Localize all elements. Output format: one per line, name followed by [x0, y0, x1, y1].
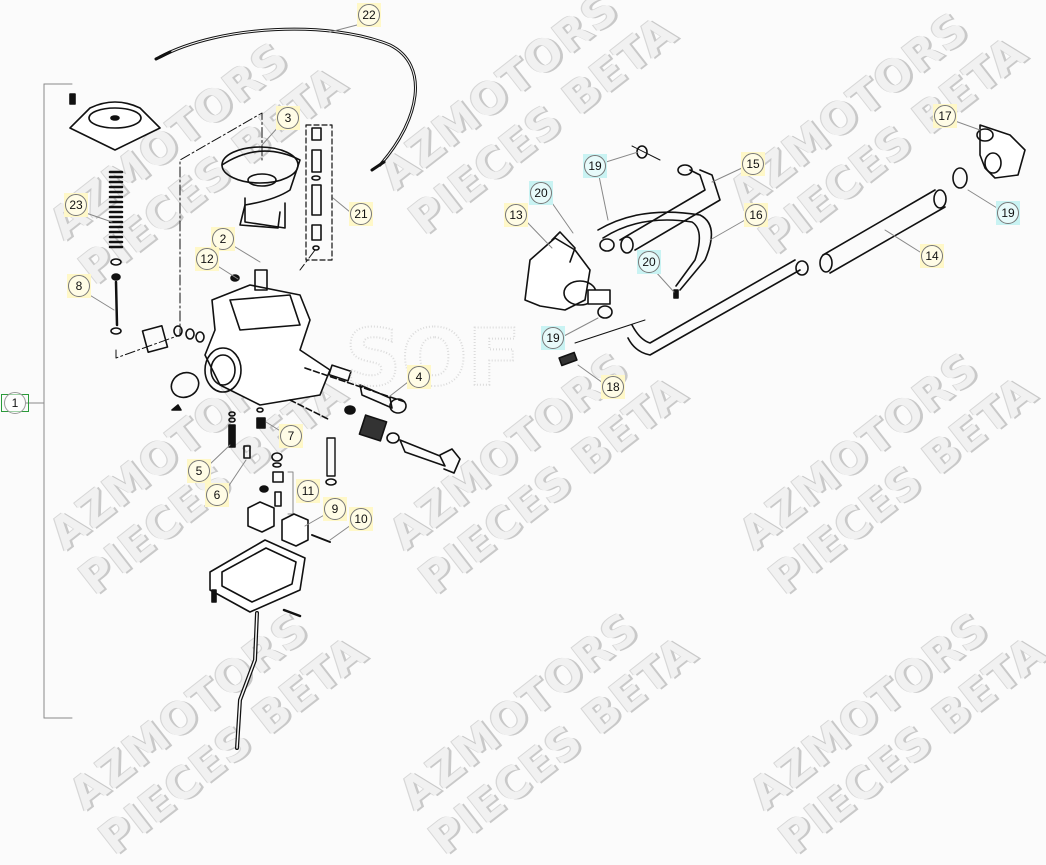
callout-number: 8: [68, 275, 90, 297]
jets-and-screws: [228, 399, 337, 486]
jet-needle: [110, 280, 122, 335]
part-callout-9[interactable]: 9: [323, 497, 347, 521]
part-callout-15[interactable]: 15: [741, 152, 765, 176]
svg-text:SOF: SOF: [345, 314, 521, 404]
callout-number: 17: [934, 105, 956, 127]
part-callout-4[interactable]: 4: [407, 365, 431, 389]
part-callout-20[interactable]: 20: [637, 250, 661, 274]
part-callout-10[interactable]: 10: [349, 507, 373, 531]
part-callout-20[interactable]: 20: [529, 181, 553, 205]
choke-plunger-group: [305, 124, 333, 261]
hose-16: [597, 211, 713, 299]
assembly-bracket: [25, 83, 73, 719]
callout-number: 10: [350, 508, 372, 530]
callout-number: 12: [196, 248, 218, 270]
callout-number: 7: [280, 425, 302, 447]
callout-number: 16: [745, 204, 767, 226]
part-callout-22[interactable]: 22: [357, 3, 381, 27]
idle-screw-assembly: [304, 364, 461, 474]
part-callout-7[interactable]: 7: [279, 424, 303, 448]
reed-valve-fitting: [952, 124, 1026, 189]
callout-number: 15: [742, 153, 764, 175]
carburetor-top-cap: [69, 93, 161, 151]
part-callout-14[interactable]: 14: [920, 244, 944, 268]
callout-number: 22: [358, 4, 380, 26]
part-callout-19[interactable]: 19: [541, 326, 565, 350]
air-valve-body: [524, 231, 615, 319]
part-callout-13[interactable]: 13: [504, 203, 528, 227]
callout-number: 21: [350, 203, 372, 225]
part-callout-12[interactable]: 12: [195, 247, 219, 271]
callout-number: 2: [212, 228, 234, 250]
carburetor-body: [141, 269, 331, 411]
callout-number: 14: [921, 245, 943, 267]
part-callout-23[interactable]: 23: [64, 193, 88, 217]
part-callout-1[interactable]: 1: [1, 392, 29, 414]
diaphragm-slide: [221, 146, 301, 229]
callout-number: 11: [297, 480, 319, 502]
callout-number: 9: [324, 498, 346, 520]
part-callout-11[interactable]: 11: [296, 479, 320, 503]
diagram-line-art: SOF: [25, 24, 1026, 750]
spring: [108, 170, 124, 281]
callout-number: 19: [997, 202, 1019, 224]
part-callout-19[interactable]: 19: [996, 201, 1020, 225]
part-callout-16[interactable]: 16: [744, 203, 768, 227]
drain-hose: [235, 611, 259, 750]
part-callout-5[interactable]: 5: [187, 459, 211, 483]
background-dotted-logo: SOF: [344, 313, 522, 405]
hose-15: [619, 164, 721, 254]
callout-number: 3: [277, 107, 299, 129]
part-callout-6[interactable]: 6: [205, 483, 229, 507]
part-callout-3[interactable]: 3: [276, 106, 300, 130]
callout-number: 1: [4, 392, 26, 414]
part-callout-8[interactable]: 8: [67, 274, 91, 298]
callout-number: 23: [65, 194, 87, 216]
throttle-cable: [154, 27, 417, 172]
callout-number: 19: [584, 155, 606, 177]
nipple-fitting: [558, 351, 578, 367]
callout-number: 20: [530, 182, 552, 204]
part-callout-18[interactable]: 18: [601, 375, 625, 399]
callout-number: 6: [206, 484, 228, 506]
callout-number: 19: [542, 327, 564, 349]
part-callout-17[interactable]: 17: [933, 104, 957, 128]
callout-number: 20: [638, 251, 660, 273]
float-bowl: [209, 501, 331, 618]
hose-14: [627, 189, 947, 356]
callout-number: 13: [505, 204, 527, 226]
callout-number: 18: [602, 376, 624, 398]
callout-number: 4: [408, 366, 430, 388]
callout-number: 5: [188, 460, 210, 482]
part-callout-19[interactable]: 19: [583, 154, 607, 178]
float-needle-valve: [259, 452, 294, 515]
part-callout-21[interactable]: 21: [349, 202, 373, 226]
